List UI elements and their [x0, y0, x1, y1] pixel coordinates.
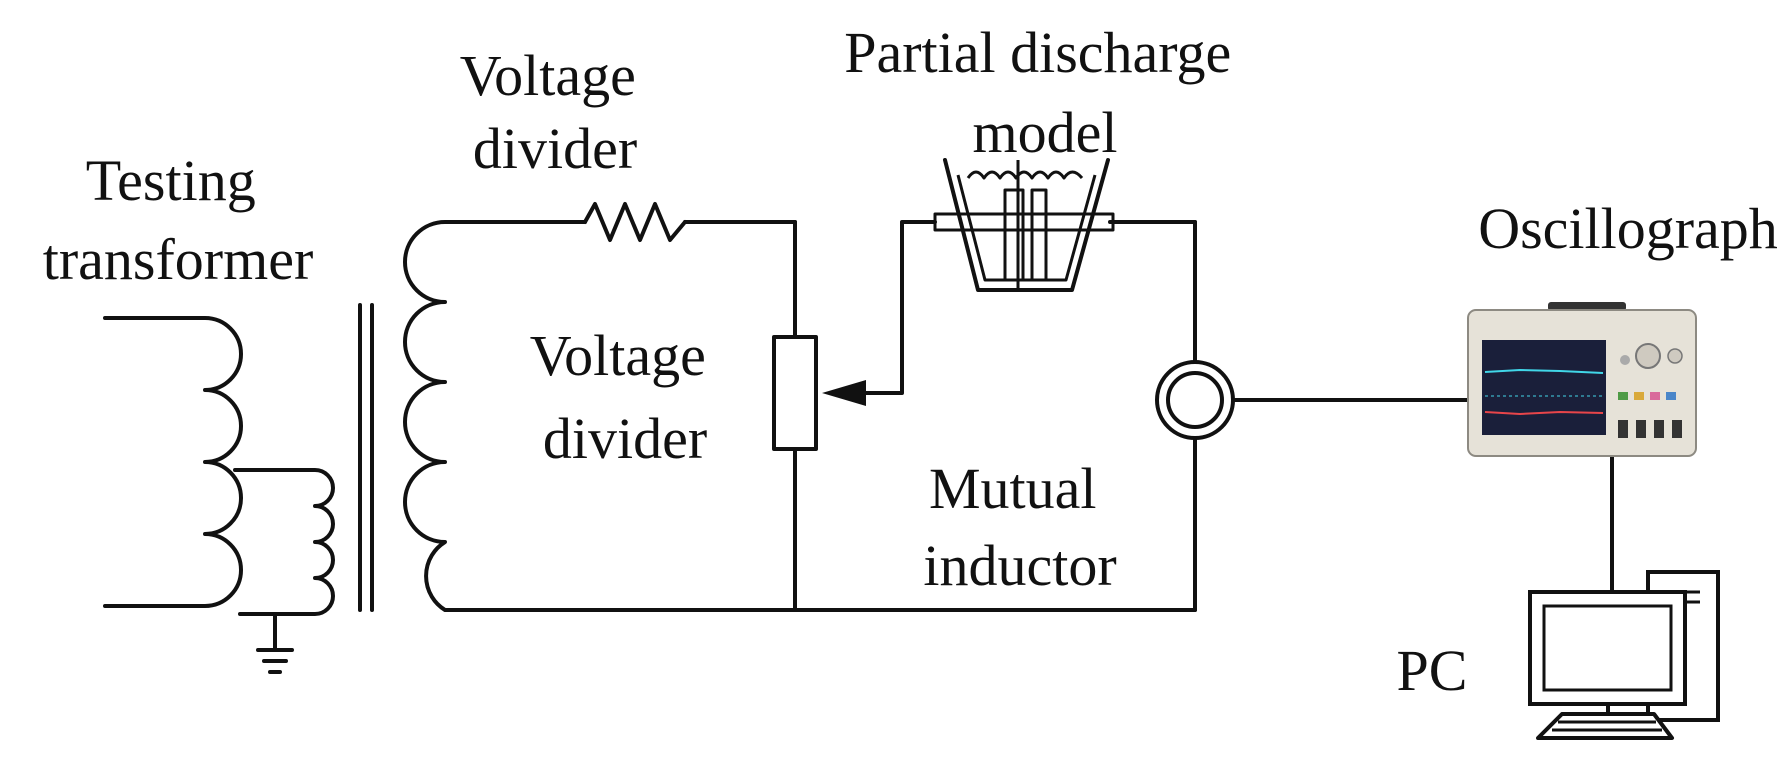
- label-testing-transformer: Testing transformer: [43, 148, 314, 292]
- resistor-symbol: [583, 202, 687, 242]
- mutual-inductor-ring-inner: [1166, 371, 1224, 429]
- label-voltage-divider-top: Voltage divider: [460, 43, 651, 181]
- label-oscillograph: Oscillograph: [1478, 196, 1778, 261]
- testing-transformer: [103, 220, 482, 674]
- label-mutual-inductor: Mutual inductor: [923, 456, 1116, 598]
- voltage-divider-element: [772, 335, 818, 451]
- circuit-wires: [478, 202, 1614, 612]
- label-voltage-divider-mid: Voltage divider: [530, 323, 721, 471]
- pc-icon: [1528, 570, 1720, 740]
- partial-discharge-model: [933, 158, 1115, 292]
- auxiliary-winding: [238, 468, 335, 616]
- secondary-winding: [403, 220, 482, 612]
- oscillograph-screen: [1482, 340, 1606, 435]
- oscillograph-icon: [1467, 302, 1697, 457]
- primary-winding: [103, 316, 243, 608]
- label-partial-discharge-model: Partial discharge model: [844, 20, 1246, 165]
- pc-keyboard: [1536, 712, 1674, 740]
- ground-icon: [256, 648, 294, 674]
- label-pc: PC: [1397, 638, 1468, 703]
- tap-arrowhead: [822, 380, 866, 406]
